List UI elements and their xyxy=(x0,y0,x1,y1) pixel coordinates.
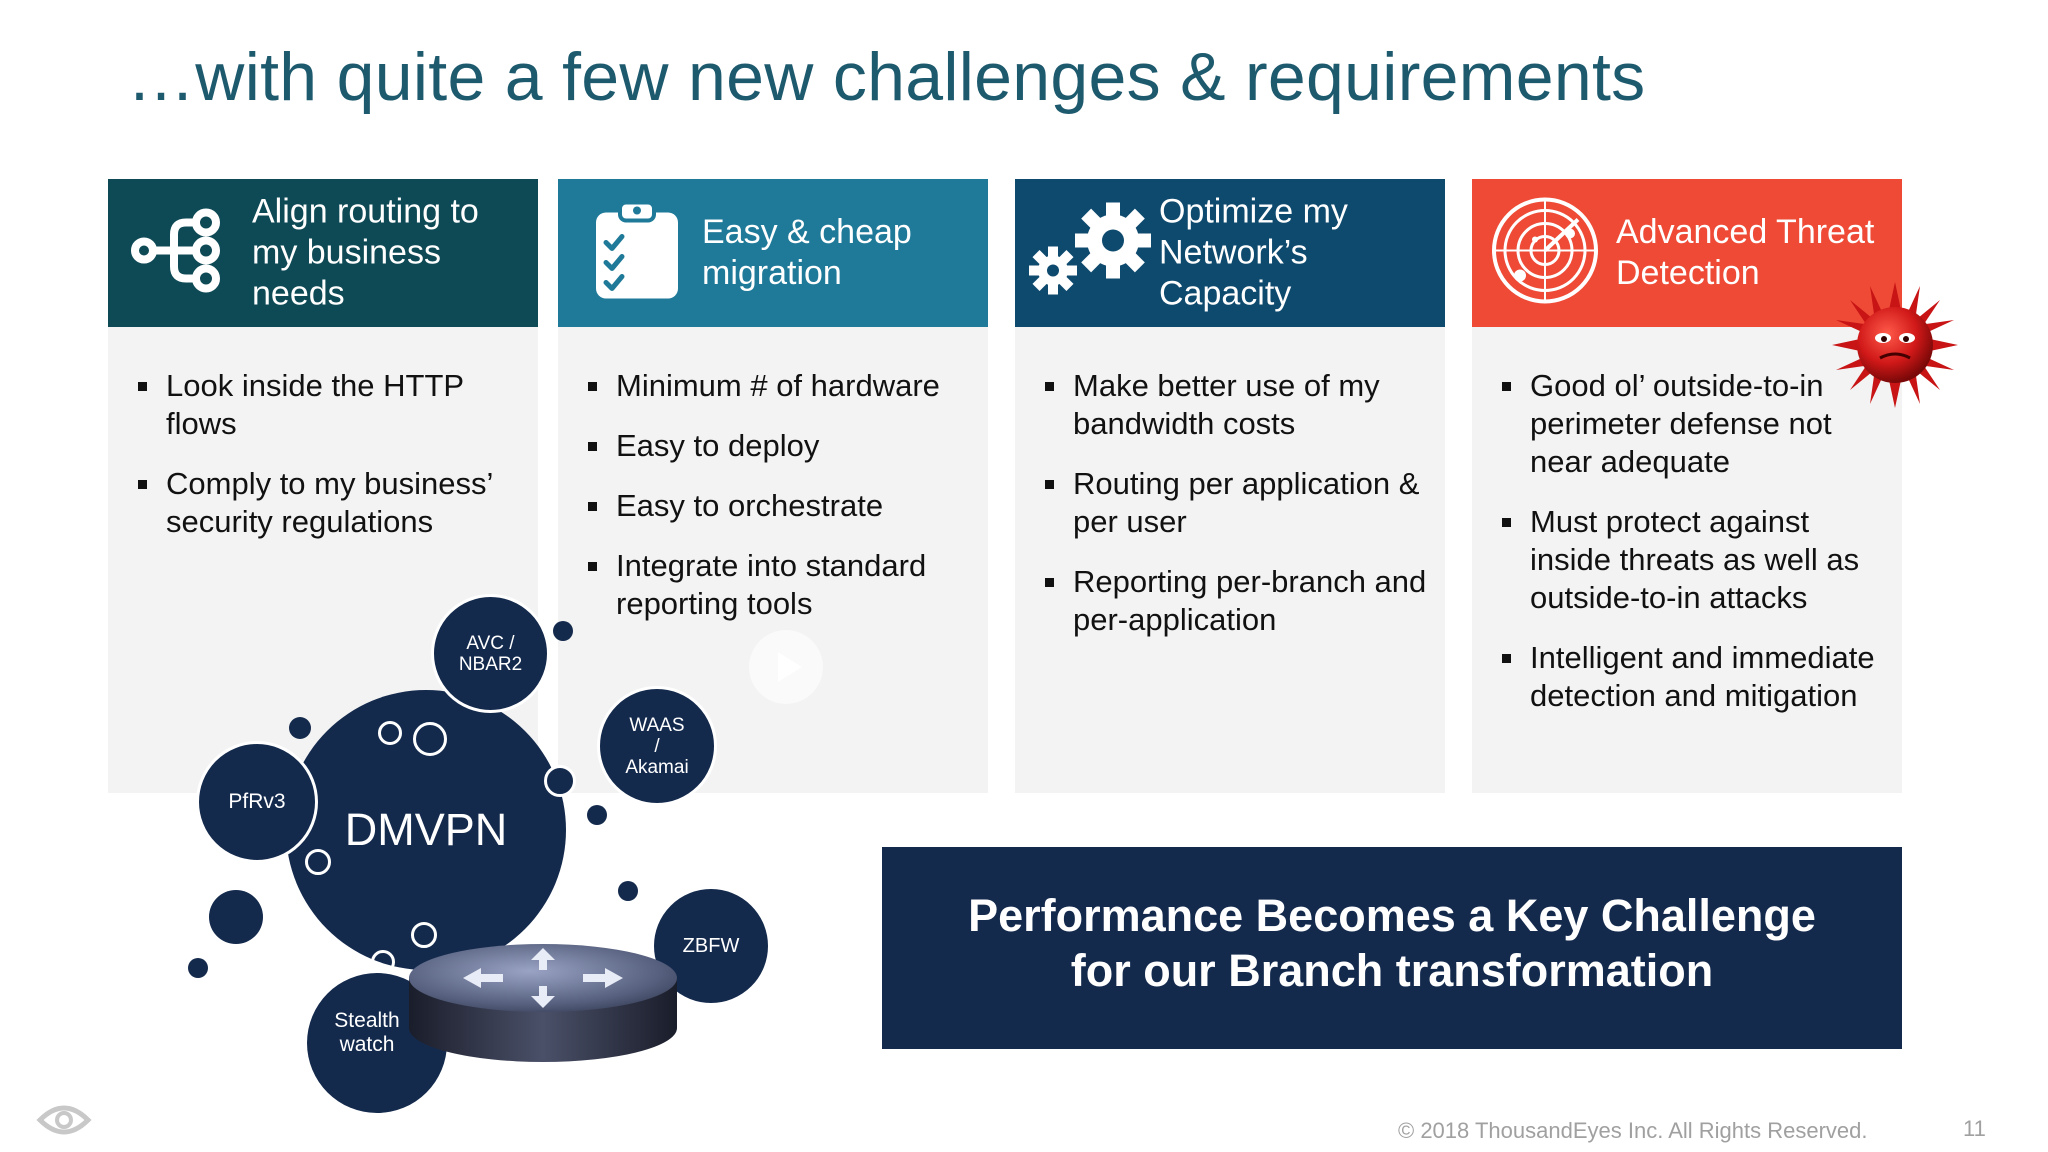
decorative-dot xyxy=(188,958,208,978)
column-header-label: Easy & cheap migration xyxy=(702,213,912,292)
decorative-ring xyxy=(411,922,437,948)
column-header-label: Optimize my Network’s Capacity xyxy=(1159,192,1348,313)
list-item: Minimum # of hardware xyxy=(588,367,973,405)
decorative-dot xyxy=(289,717,311,739)
pfrv3-bubble: PfRv3 xyxy=(196,741,318,863)
decorative-ring xyxy=(371,950,395,974)
router-icon xyxy=(403,940,683,1070)
branching-network-icon xyxy=(130,201,230,306)
bullet-list: Minimum # of hardware Easy to deploy Eas… xyxy=(588,367,973,645)
list-item: Easy to orchestrate xyxy=(588,487,973,525)
radar-icon xyxy=(1490,196,1600,311)
decorative-dot xyxy=(553,621,573,641)
column-header: Advanced Threat Detection xyxy=(1472,179,1902,327)
dmvpn-label: DMVPN xyxy=(344,804,508,855)
key-challenge-banner: Performance Becomes a Key Challenge for … xyxy=(882,847,1902,1049)
list-item: Easy to deploy xyxy=(588,427,973,465)
column-header: Easy & cheap migration xyxy=(558,179,988,327)
clipboard-checklist-icon xyxy=(594,200,680,306)
decorative-ring xyxy=(544,765,576,797)
decorative-ring xyxy=(378,721,402,745)
thousandeyes-logo-icon xyxy=(36,1100,92,1145)
page-number: 11 xyxy=(1963,1116,1986,1141)
banner-line-2: for our Branch transformation xyxy=(1070,945,1714,996)
column-header-label: Align routing to my business needs xyxy=(252,192,479,313)
decorative-dot xyxy=(587,805,607,825)
decorative-ring xyxy=(413,722,447,756)
column-header: Align routing to my business needs xyxy=(108,179,538,327)
decorative-ring xyxy=(305,849,331,875)
slide-title: …with quite a few new challenges & requi… xyxy=(127,39,1646,115)
column-header: Optimize my Network’s Capacity xyxy=(1015,179,1445,327)
column-threat-detection: Advanced Threat Detection Good ol’ outsi… xyxy=(1472,179,1902,793)
column-align-routing: Align routing to my business needs Look … xyxy=(108,179,538,793)
list-item: Routing per application &per user xyxy=(1045,465,1430,541)
copyright-text: © 2018 ThousandEyes Inc. All Rights Rese… xyxy=(1398,1118,1868,1143)
gears-icon xyxy=(1027,201,1157,306)
list-item: Comply to my business’security regulatio… xyxy=(138,465,523,541)
column-header-label: Advanced Threat Detection xyxy=(1616,213,1875,292)
decorative-dot xyxy=(209,890,263,944)
play-icon[interactable] xyxy=(749,630,823,704)
column-optimize-capacity: Optimize my Network’s Capacity Make bett… xyxy=(1015,179,1445,793)
banner-line-1: Performance Becomes a Key Challenge xyxy=(968,890,1816,941)
decorative-dot xyxy=(618,881,638,901)
avc-nbar2-bubble: AVC / NBAR2 xyxy=(431,594,550,713)
virus-icon xyxy=(1830,280,1960,410)
waas-akamai-bubble: WAAS / Akamai xyxy=(597,686,717,806)
column-easy-migration: Easy & cheap migration Minimum # of hard… xyxy=(558,179,988,793)
